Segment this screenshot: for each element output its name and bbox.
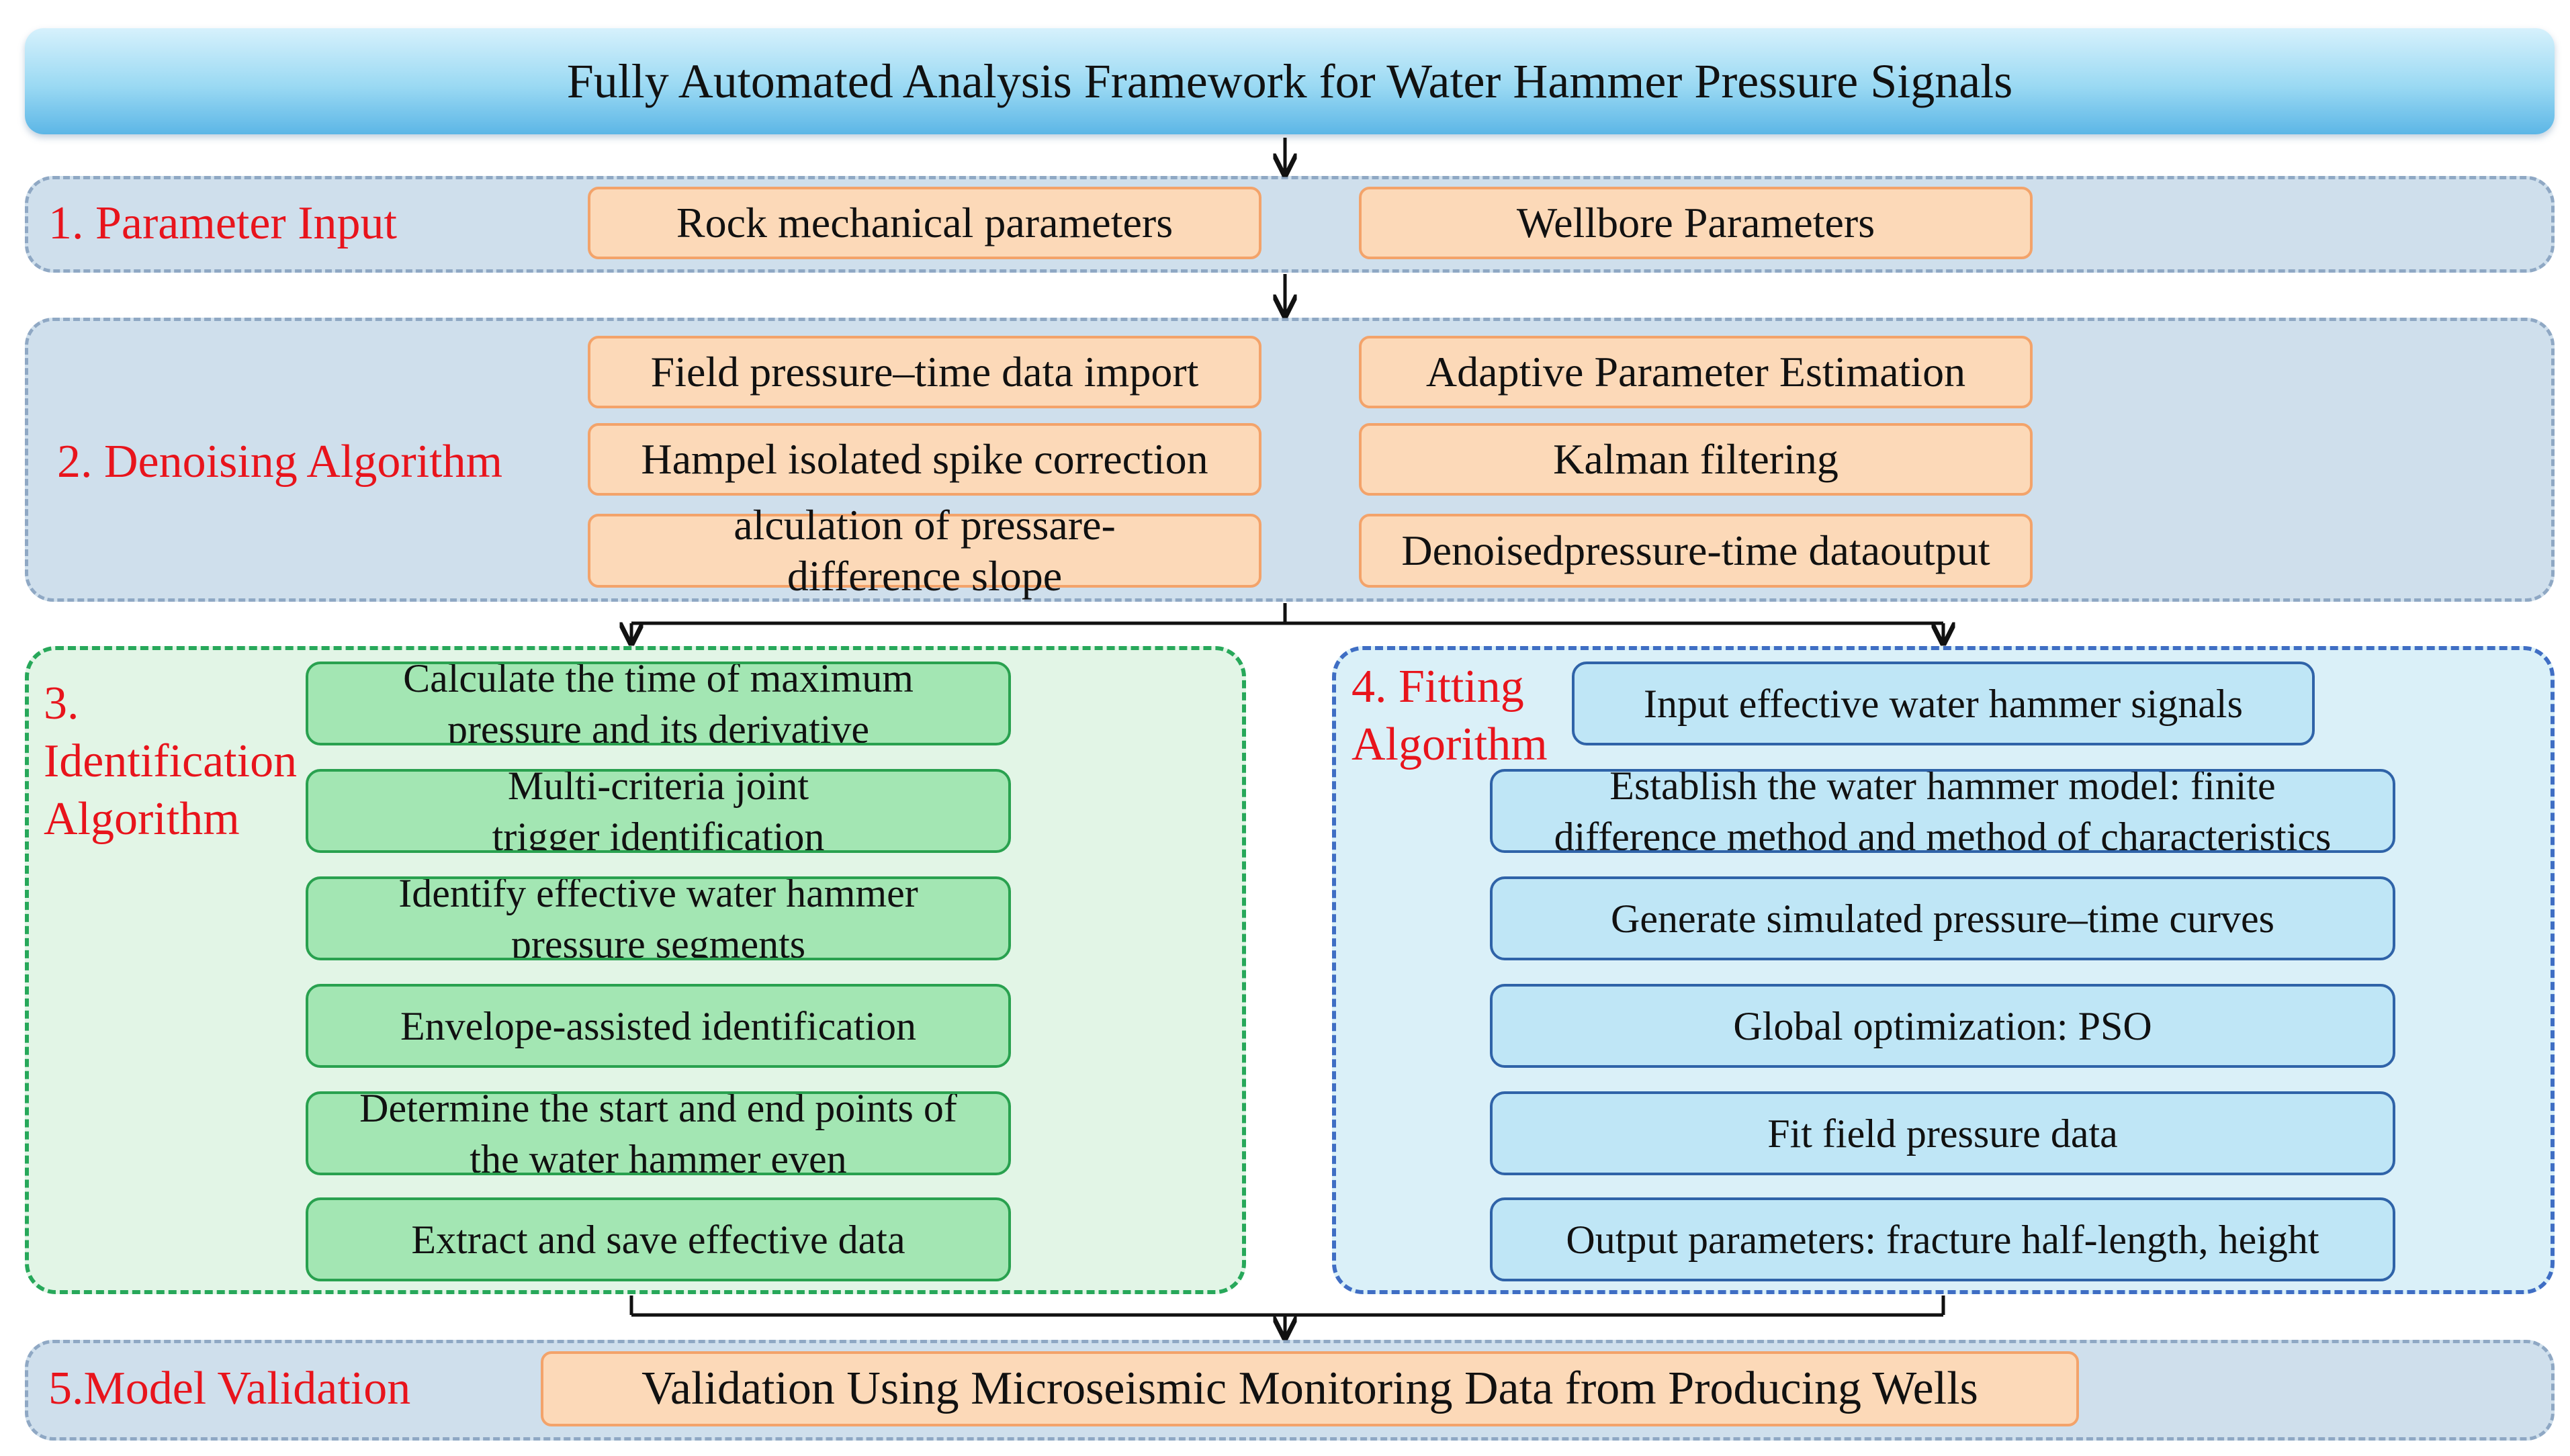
start-end-points-box: Determine the start and end points of th… bbox=[306, 1091, 1011, 1175]
fitting-label-line-1: 4. Fitting bbox=[1352, 661, 1524, 713]
max-pressure-derivative-box: Calculate the time of maximum pressure a… bbox=[306, 662, 1011, 745]
input-signals-box: Input effective water hammer signals bbox=[1572, 662, 2315, 745]
envelope-identification-box: Envelope-assisted identification bbox=[306, 984, 1011, 1068]
output-parameters-box: Output parameters: fracture half-length,… bbox=[1490, 1197, 2395, 1281]
denoised-data-output-box: Denoisedpressure-time dataoutput bbox=[1359, 514, 2033, 588]
parameter-input-panel bbox=[25, 176, 2555, 273]
wellbore-parameters-box: Wellbore Parameters bbox=[1359, 187, 2033, 259]
water-hammer-model-box: Establish the water hammer model: finite… bbox=[1490, 769, 2395, 853]
identification-label-line-3: Algorithm bbox=[44, 793, 240, 845]
field-data-import-box: Field pressure–time data import bbox=[588, 336, 1261, 408]
hampel-correction-box: Hampel isolated spike correction bbox=[588, 423, 1261, 496]
fitting-algorithm-label: 4. Fitting Algorithm bbox=[1352, 658, 1548, 774]
fitting-label-line-2: Algorithm bbox=[1352, 719, 1548, 770]
global-optimization-box: Global optimization: PSO bbox=[1490, 984, 2395, 1068]
adaptive-parameter-estimation-box: Adaptive Parameter Estimation bbox=[1359, 336, 2033, 408]
fit-field-data-box: Fit field pressure data bbox=[1490, 1091, 2395, 1175]
identification-label-line-1: 3. bbox=[44, 678, 79, 729]
simulated-curves-box: Generate simulated pressure–time curves bbox=[1490, 876, 2395, 960]
multi-criteria-trigger-box: Multi-criteria joint trigger identificat… bbox=[306, 769, 1011, 853]
parameter-input-label: 1. Parameter Input bbox=[48, 197, 397, 249]
identification-algorithm-panel bbox=[25, 646, 1246, 1294]
identification-algorithm-label: 3. Identification Algorithm bbox=[44, 675, 297, 848]
fitting-algorithm-panel bbox=[1332, 646, 2555, 1294]
extract-save-data-box: Extract and save effective data bbox=[306, 1197, 1011, 1281]
denoising-algorithm-panel bbox=[25, 318, 2555, 602]
model-validation-label: 5.Model Validation bbox=[48, 1363, 411, 1414]
effective-segments-box: Identify effective water hammer pressure… bbox=[306, 876, 1011, 960]
diagram-title: Fully Automated Analysis Framework for W… bbox=[25, 28, 2555, 134]
microseismic-validation-box: Validation Using Microseismic Monitoring… bbox=[541, 1351, 2079, 1426]
rock-mechanical-parameters-box: Rock mechanical parameters bbox=[588, 187, 1261, 259]
kalman-filtering-box: Kalman filtering bbox=[1359, 423, 2033, 496]
identification-label-line-2: Identification bbox=[44, 735, 298, 787]
denoising-algorithm-label: 2. Denoising Algorithm bbox=[57, 436, 503, 488]
